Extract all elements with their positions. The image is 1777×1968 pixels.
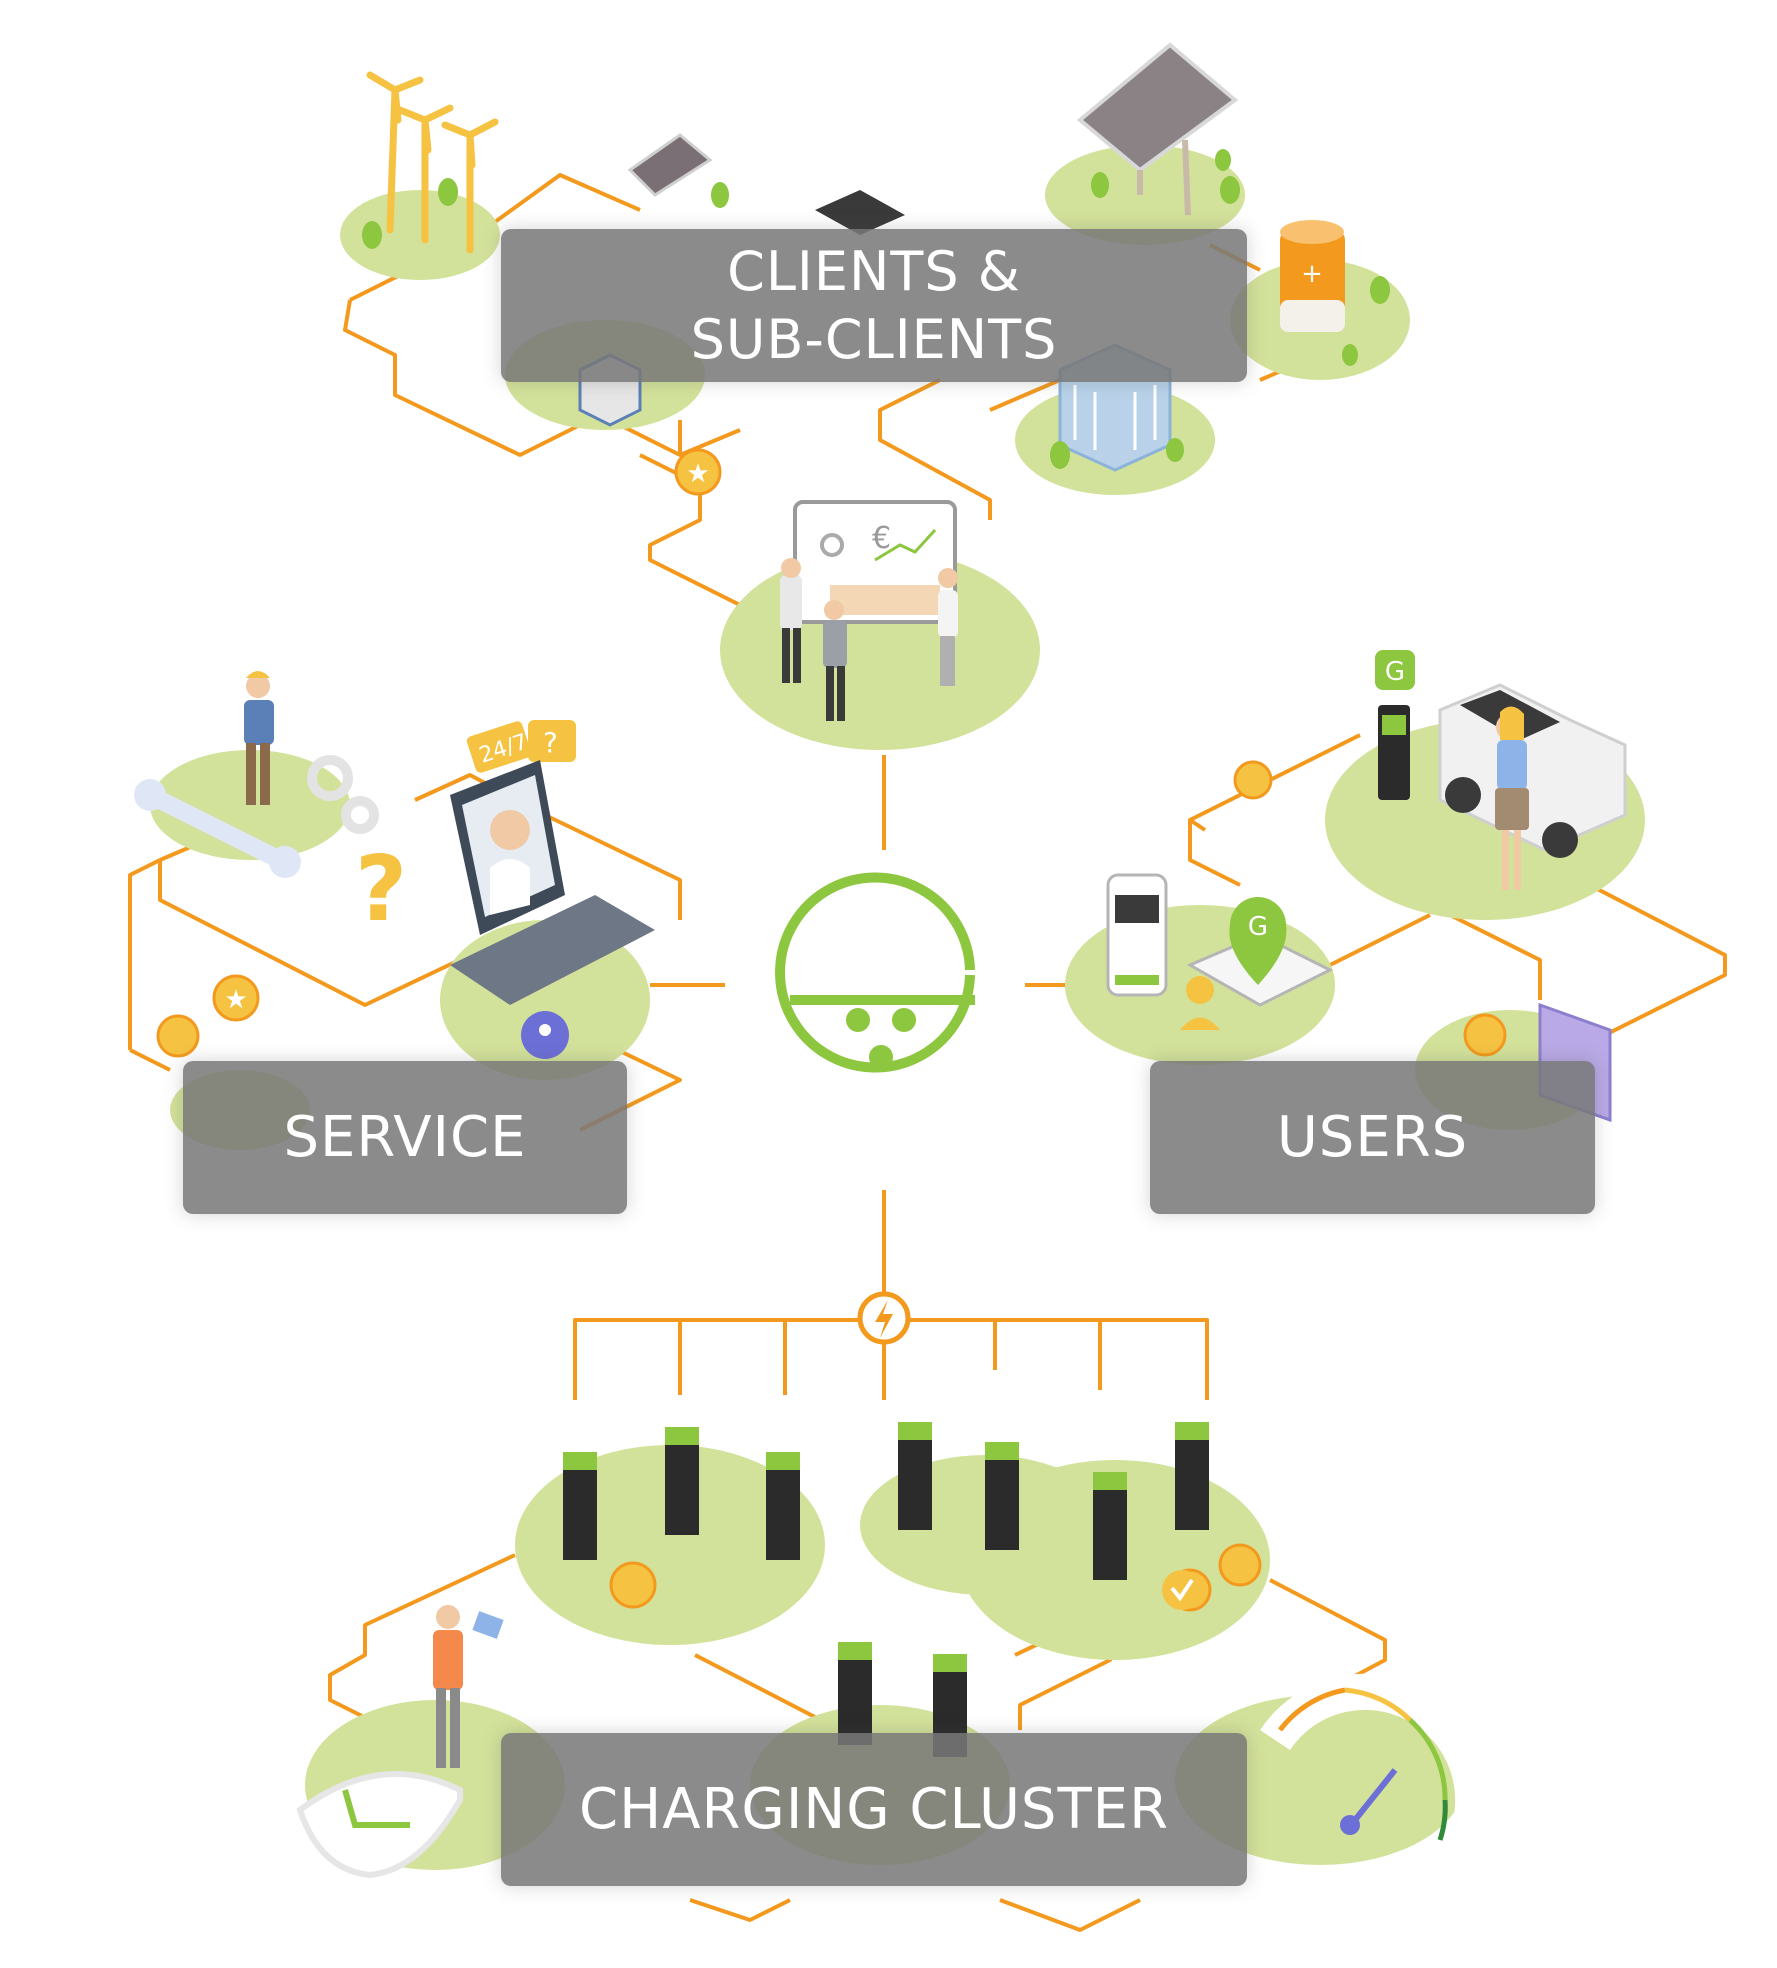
map-pin-icon: G xyxy=(1229,897,1287,985)
users-label-text: USERS xyxy=(1276,1104,1469,1170)
svg-text:G: G xyxy=(1385,657,1405,687)
svg-text:+: + xyxy=(1301,259,1323,289)
clients-label-line2: SUB-CLIENTS xyxy=(690,307,1058,371)
svg-text:G: G xyxy=(1248,912,1268,942)
euro-icon: € xyxy=(872,521,891,556)
service-technician-icon xyxy=(244,671,274,805)
phone-icon xyxy=(521,1011,569,1059)
svg-text:★: ★ xyxy=(224,985,247,1015)
charger-2 xyxy=(665,1427,699,1535)
charger-5 xyxy=(985,1442,1019,1550)
star-icon: ★ ★ xyxy=(156,448,1507,1612)
logo-icon xyxy=(775,872,975,1073)
islands xyxy=(150,145,1645,1870)
battery-icon: + xyxy=(1280,220,1345,332)
service-label-text: SERVICE xyxy=(283,1104,527,1170)
question-icon: ? xyxy=(355,837,407,942)
wind-turbine-icon xyxy=(366,71,499,254)
question-mark: ? xyxy=(355,837,407,942)
technician-tablet xyxy=(433,1605,504,1768)
charger-3 xyxy=(766,1452,800,1560)
check-badges xyxy=(1162,1570,1202,1610)
question-bubble: ? xyxy=(543,726,558,759)
users-label[interactable]: USERS xyxy=(1150,1061,1595,1214)
wrench-icon xyxy=(134,779,301,878)
charger-6 xyxy=(1093,1472,1127,1580)
trees xyxy=(362,149,1390,469)
charging-cluster-label-text: CHARGING CLUSTER xyxy=(579,1776,1169,1842)
presentation-board-icon: € xyxy=(793,500,957,624)
user-avatars xyxy=(1180,976,1220,1030)
charger-7 xyxy=(1175,1422,1209,1530)
charger-1 xyxy=(563,1452,597,1560)
service-label[interactable]: SERVICE xyxy=(183,1061,627,1214)
shield-icon xyxy=(296,1771,463,1879)
charging-cluster-label[interactable]: CHARGING CLUSTER xyxy=(501,1733,1247,1886)
lightning-bolt-icon xyxy=(857,1291,911,1345)
gear-icon xyxy=(820,533,844,557)
gear-icon xyxy=(307,755,379,834)
support-agent-icon xyxy=(490,810,530,850)
solar-panel-icon xyxy=(627,42,1239,216)
speedometer-gauge-icon xyxy=(1260,1673,1492,1870)
laptop-icon xyxy=(450,760,655,1005)
charger-8 xyxy=(838,1642,872,1745)
charging-station-icon: G xyxy=(1375,650,1415,800)
clients-label[interactable]: CLIENTS & SUB-CLIENTS xyxy=(501,229,1247,382)
people-presentation xyxy=(780,558,958,721)
clients-label-line1: CLIENTS & xyxy=(727,240,1021,303)
woman-user xyxy=(1495,706,1529,890)
charger-4 xyxy=(898,1422,932,1530)
svg-text:★: ★ xyxy=(686,459,709,489)
support-badges: 24/7 ? xyxy=(466,720,576,773)
